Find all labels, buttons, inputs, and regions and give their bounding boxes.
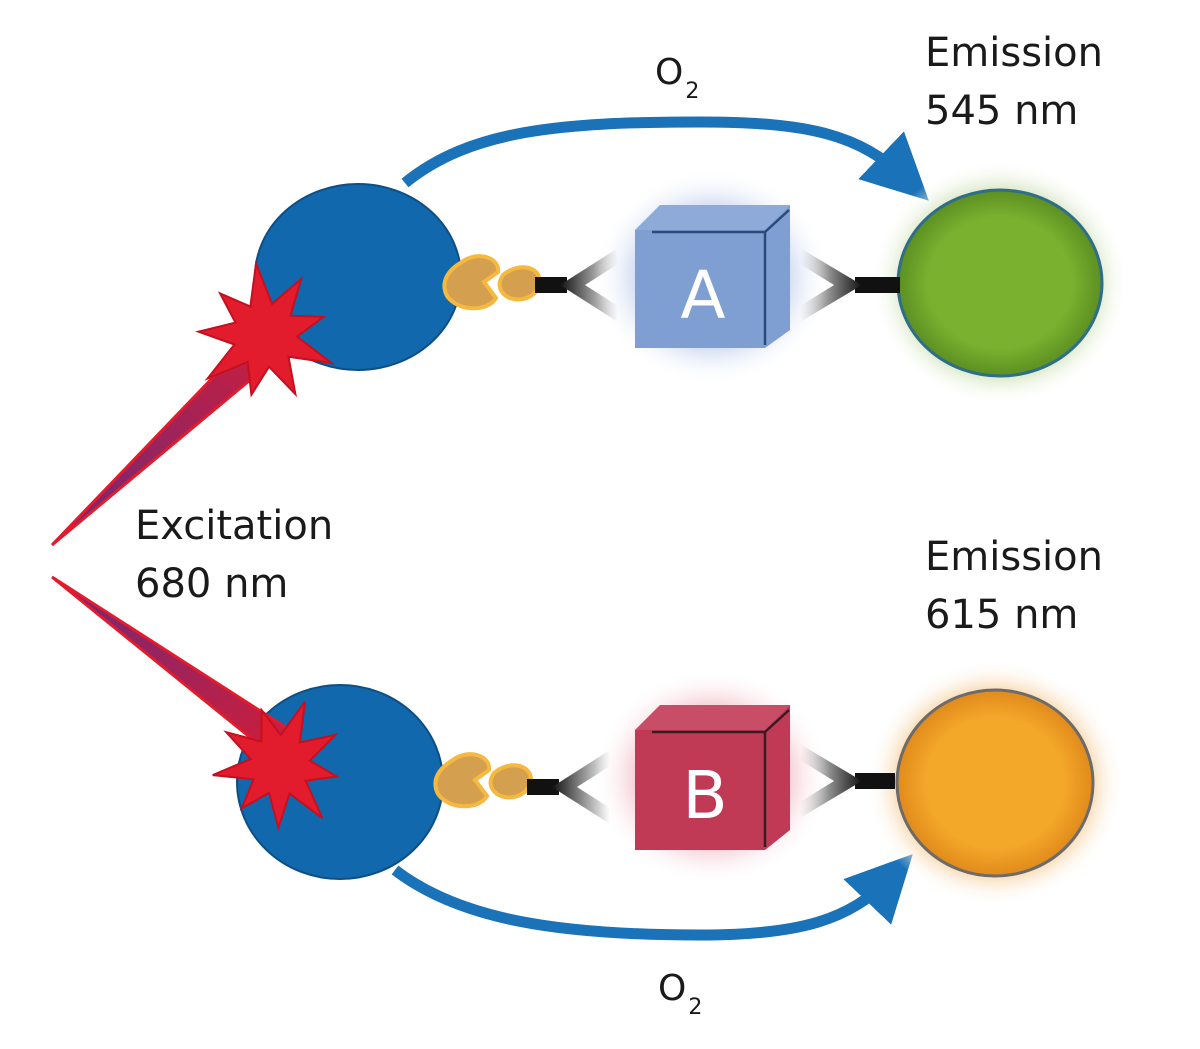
emission-top-line2: 545 nm (925, 88, 1079, 134)
burst-shape (195, 259, 336, 398)
analyte-cube-b: B (594, 669, 830, 885)
analyte-label-b: B (682, 757, 727, 834)
oxygen-label-bottom: O2 (658, 968, 702, 1020)
oxygen-top-base: O (655, 52, 684, 93)
burst-shape (212, 701, 340, 832)
analyte-label-a: A (680, 257, 725, 334)
singlet-oxygen-arrow-top (401, 116, 929, 201)
oxygen-bottom-base: O (658, 968, 687, 1009)
acceptor-bead-top (896, 188, 1104, 378)
emission-bottom-label: Emission 615 nm (925, 528, 1103, 644)
excitation-burst-icon-bottom (212, 701, 340, 832)
singlet-oxygen-arrow-bottom (391, 854, 913, 941)
emission-bottom-line2: 615 nm (925, 592, 1079, 638)
linker-bottom (433, 752, 534, 809)
emission-bottom-line1: Emission (925, 534, 1103, 580)
excitation-line1: Excitation (135, 503, 334, 549)
excitation-label: Excitation 680 nm (135, 497, 333, 613)
emission-top-line1: Emission (925, 30, 1103, 76)
oxygen-bottom-sub: 2 (688, 995, 703, 1020)
emission-top-label: Emission 545 nm (925, 24, 1103, 140)
analyte-cube-a: A (594, 169, 830, 385)
excitation-burst-icon-top (195, 259, 336, 398)
oxygen-top-sub: 2 (685, 79, 700, 104)
oxygen-label-top: O2 (655, 52, 699, 104)
excitation-line2: 680 nm (135, 561, 289, 607)
linker-top (442, 254, 543, 311)
acceptor-bead-bottom (895, 688, 1095, 878)
